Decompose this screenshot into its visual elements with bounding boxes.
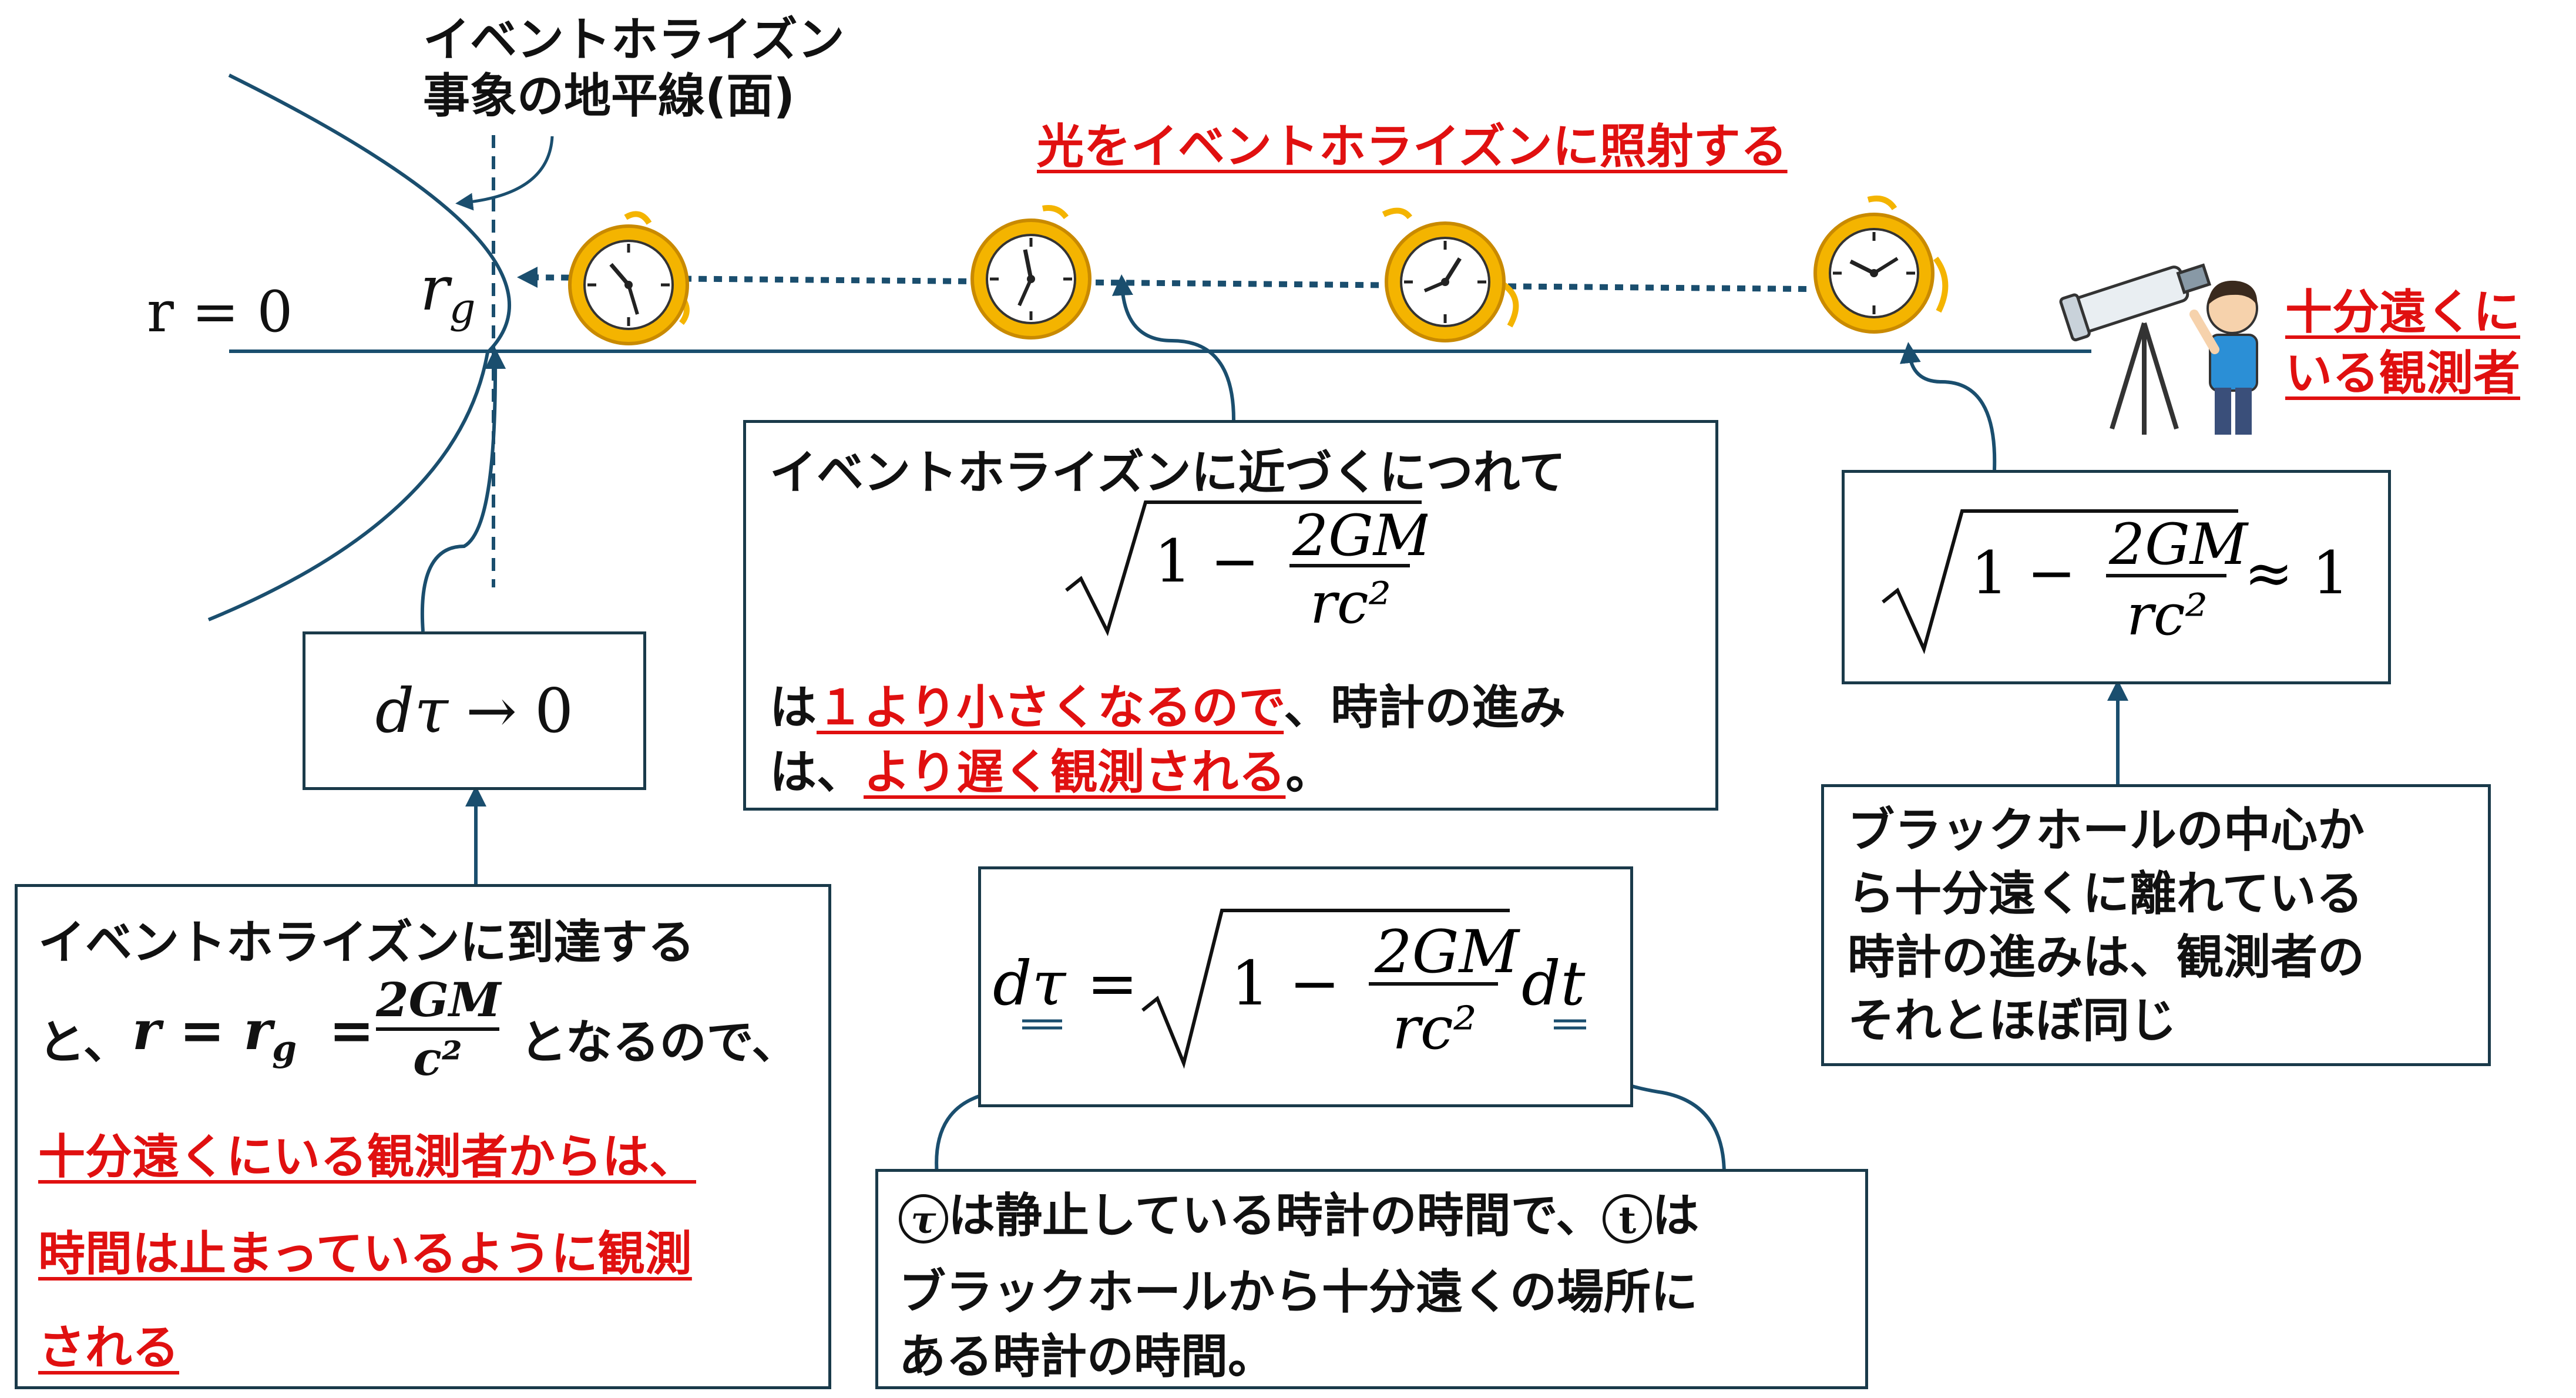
event-horizon-label-line2: 事象の地平線(面) [423, 69, 795, 123]
near-sqrt-one: 1 − [1154, 527, 1260, 596]
reach-r-math: r = r [132, 999, 273, 1062]
far-note-box: ブラックホールの中心か ら十分遠くに離れている 時計の進みは、観測者の それとほ… [1821, 784, 2491, 1066]
near-line3-suffix: 、時計の進み [1284, 680, 1566, 735]
reach-eq: = [329, 999, 375, 1062]
main-equation: dτ = 1 − 2GM rc² dt [993, 909, 1586, 1069]
observer-label-line2: いる観測者 [2285, 346, 2520, 401]
observer-label-line1: 十分遠くに [2285, 285, 2520, 340]
main-sqrt-one: 1 − [1231, 947, 1340, 1019]
reach-line1: イベントホライズンに到達する [38, 915, 695, 970]
near-box-arrow [1111, 274, 1235, 421]
near-line4-prefix: は、 [770, 745, 864, 799]
light-title: 光をイベントホライズンに照射する [1037, 119, 1788, 174]
far-note-text: ブラックホールの中心か ら十分遠くに離れている 時計の進みは、観測者の それとほ… [1848, 799, 2365, 1053]
main-frac-den: rc² [1392, 994, 1477, 1063]
event-horizon-arc [207, 73, 511, 621]
rg-symbol: r [420, 253, 449, 324]
far-box-arrow [1899, 342, 1997, 471]
dtau-zero: 0 [535, 675, 574, 747]
reach-line3: 十分遠くにいる観測者からは、 [38, 1130, 696, 1184]
far-sqrt-formula: 1 − 2GM rc² ≈ 1 [1882, 509, 2349, 654]
reach-r-eq: r = rg [132, 999, 297, 1069]
main-dt: dt [1522, 947, 1586, 1019]
dtau-symbol: dτ [375, 675, 448, 747]
far-note-line1: ブラックホールの中心か [1848, 803, 2365, 858]
main-dtau: dτ [993, 947, 1067, 1019]
observer-label: 十分遠くに いる観測者 [2285, 282, 2520, 404]
near-line4-suffix: 。 [1285, 745, 1333, 799]
reach-r-sub: g [272, 1028, 297, 1070]
reach-line2-prefix: と、 [38, 1015, 130, 1070]
main-frac-num: 2GM [1374, 918, 1521, 986]
event-horizon-label-line1: イベントホライズン [423, 12, 845, 67]
r-zero-text: r = 0 [147, 279, 293, 345]
main-eq: = [1087, 947, 1138, 1019]
far-note-line4: それとほぼ同じ [1848, 993, 2177, 1048]
near-line3-red: １より小さくなるので [817, 680, 1284, 735]
clock-icon [1813, 195, 1949, 334]
near-line1: イベントホライズンに近づくにつれて [770, 445, 1566, 500]
dtau-box: dτ → 0 [303, 631, 646, 790]
tau-circle: τ [899, 1194, 948, 1244]
far-note-line3: 時計の進みは、観測者の [1848, 930, 2365, 984]
near-line3: は１より小さくなるので、時計の進み [770, 670, 1566, 738]
near-line4-red: より遅く観測される [864, 745, 1286, 799]
observer-telescope-icon [2059, 263, 2258, 435]
light-ray-dotted [525, 274, 1807, 292]
near-horizon-box: イベントホライズンに近づくにつれて 1 − 2GM rc² は１より小さくなるの… [743, 420, 1718, 811]
light-ray-arrowhead [517, 267, 538, 288]
far-note-line2: ら十分遠くに離れている [1848, 866, 2363, 921]
legend-line1-end: は [1652, 1188, 1700, 1243]
reach-frac-den: c² [413, 1031, 462, 1086]
dtau-formula: dτ → 0 [305, 634, 643, 787]
horizon-label-arrow [455, 136, 554, 211]
t-circle: t [1603, 1194, 1653, 1244]
far-approx-box: 1 − 2GM rc² ≈ 1 [1842, 470, 2391, 684]
reach-line4: 時間は止まっているように観測 [38, 1226, 692, 1281]
dtau-arrow [420, 348, 506, 632]
far-approx: ≈ 1 [2244, 539, 2349, 607]
far-frac-den: rc² [2127, 582, 2208, 648]
event-horizon-label: イベントホライズン 事象の地平線(面) [423, 12, 845, 125]
far-frac-num: 2GM [2108, 512, 2249, 577]
legend-line3: ある時計の時間。 [899, 1329, 1275, 1384]
near-frac-num: 2GM [1292, 503, 1428, 569]
clock-icon [1382, 207, 1519, 342]
clock-icon [568, 211, 690, 345]
clock-icon [970, 205, 1091, 340]
near-line4: は、より遅く観測される。 [770, 734, 1332, 802]
far-sqrt-one: 1 − [1971, 539, 2076, 607]
rg-subscript: g [449, 284, 476, 332]
main-equation-box: dτ = 1 − 2GM rc² dt [978, 866, 1633, 1107]
reach-horizon-box: イベントホライズンに到達する と、 r = rg = 2GM c² となるので、… [15, 884, 831, 1389]
near-line3-prefix: は [770, 680, 817, 735]
r-zero-label: r = 0 [147, 279, 293, 345]
reach-line5: される [38, 1320, 179, 1375]
reach-frac-num: 2GM [376, 972, 501, 1031]
rg-label: rg [420, 253, 476, 332]
legend-line2: ブラックホールから十分遠くの場所に [899, 1265, 1698, 1319]
reach-line2-suffix: となるので、 [520, 1015, 799, 1070]
near-sqrt-formula: 1 − 2GM rc² [1065, 500, 1428, 637]
dtau-arrow-symbol: → [465, 675, 518, 747]
near-frac-den: rc² [1310, 570, 1391, 636]
legend-line1-mid: は静止している時計の時間で、 [948, 1188, 1603, 1243]
